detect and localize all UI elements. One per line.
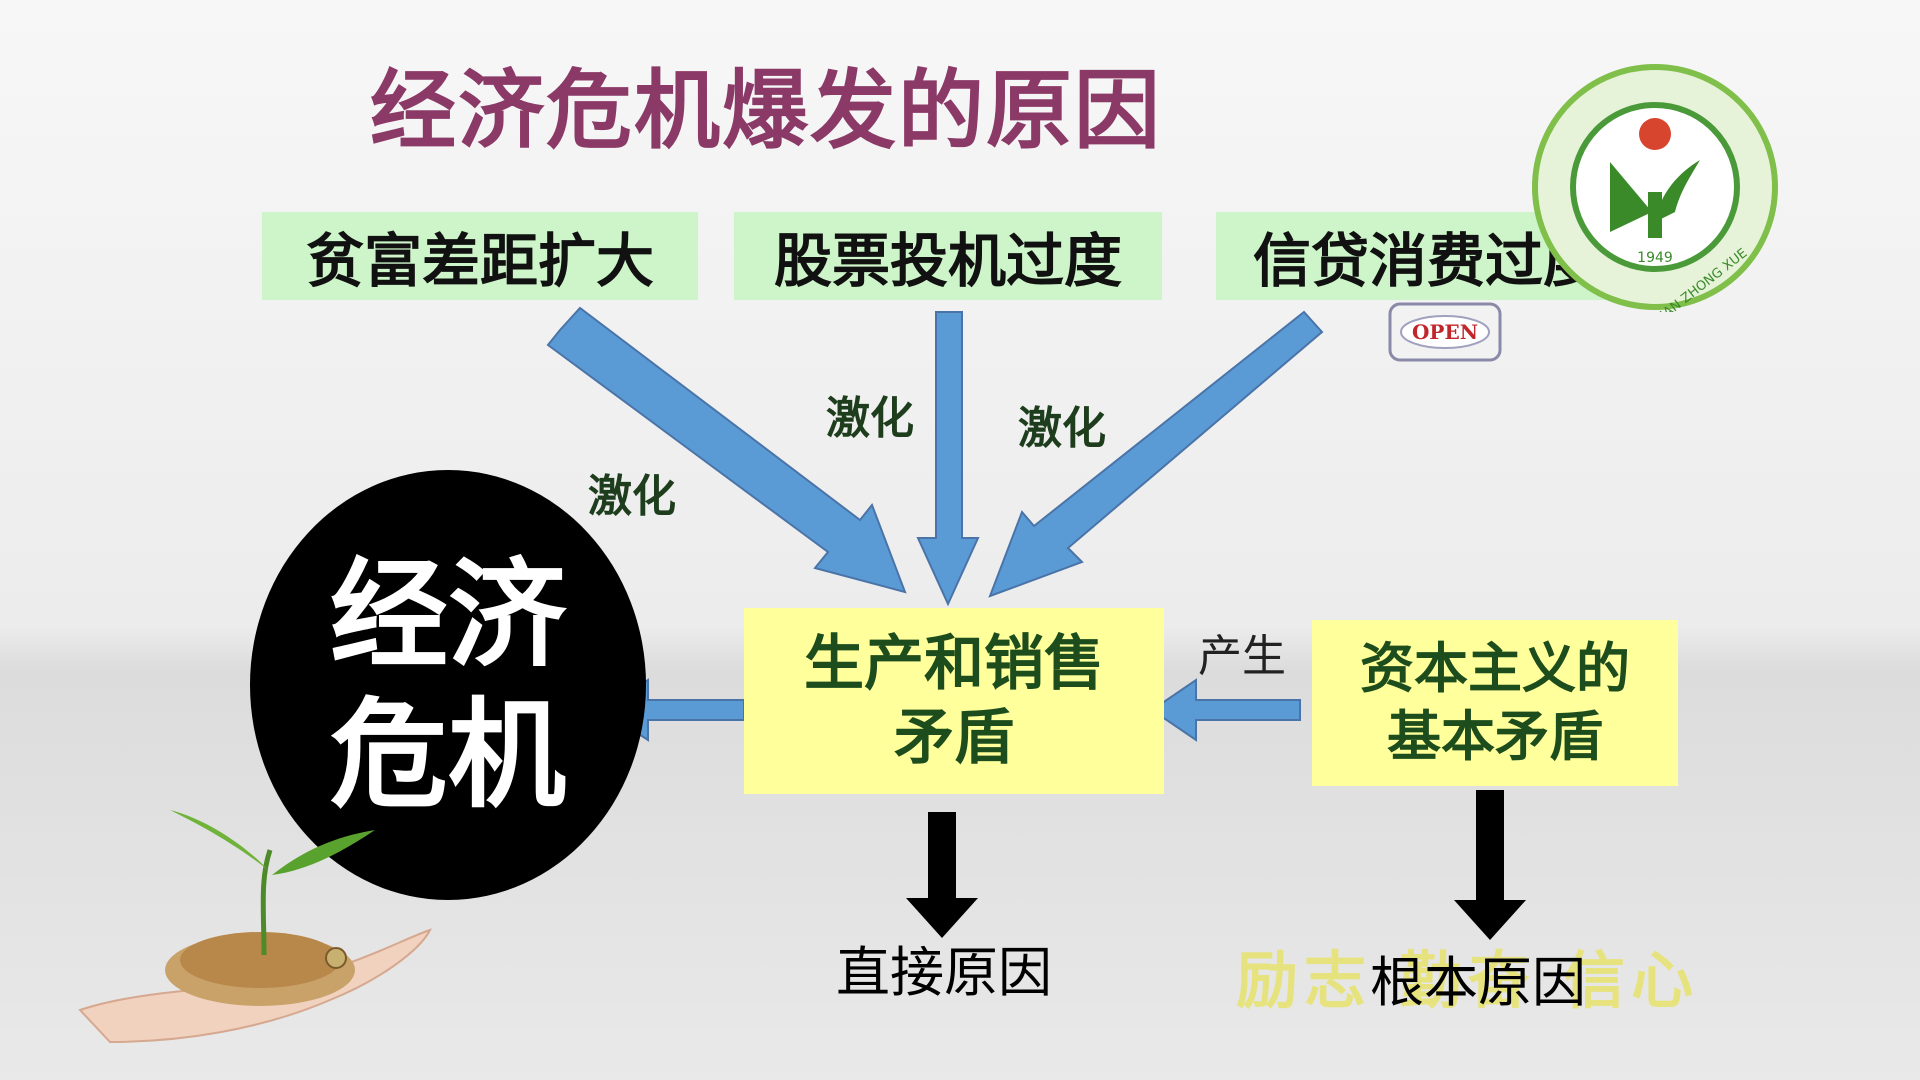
arrow-basic-to-contradiction — [1152, 680, 1300, 740]
arrow-to-root-cause — [1454, 790, 1526, 940]
logo-year: 1949 — [1637, 250, 1673, 266]
direct-cause-label: 直接原因 — [836, 928, 1052, 1007]
contradiction-line-2: 矛盾 — [894, 701, 1014, 775]
basic-line-2: 基本矛盾 — [1387, 703, 1603, 771]
capitalism-basic-contradiction-box: 资本主义的 基本矛盾 — [1312, 620, 1678, 786]
seedling-hand-image — [60, 780, 440, 1060]
arrow-cause2-to-contradiction — [918, 312, 978, 604]
open-badge-icon: OPEN — [1388, 302, 1502, 362]
label-produce: 产生 — [1198, 620, 1286, 684]
production-sales-contradiction-box: 生产和销售 矛盾 — [744, 608, 1164, 794]
open-badge-text: OPEN — [1412, 320, 1478, 344]
basic-line-1: 资本主义的 — [1360, 635, 1630, 703]
school-logo: 1949 HUAN ZHONG XUE — [1530, 62, 1780, 312]
label-intensify-3: 激化 — [1018, 392, 1106, 456]
contradiction-line-1: 生产和销售 — [804, 627, 1104, 701]
label-intensify-2: 激化 — [826, 382, 914, 446]
arrow-to-direct-cause — [906, 812, 978, 938]
root-cause-label: 根本原因 — [1370, 938, 1586, 1017]
crisis-line-1: 经济 — [330, 545, 566, 685]
label-intensify-1: 激化 — [588, 460, 676, 524]
